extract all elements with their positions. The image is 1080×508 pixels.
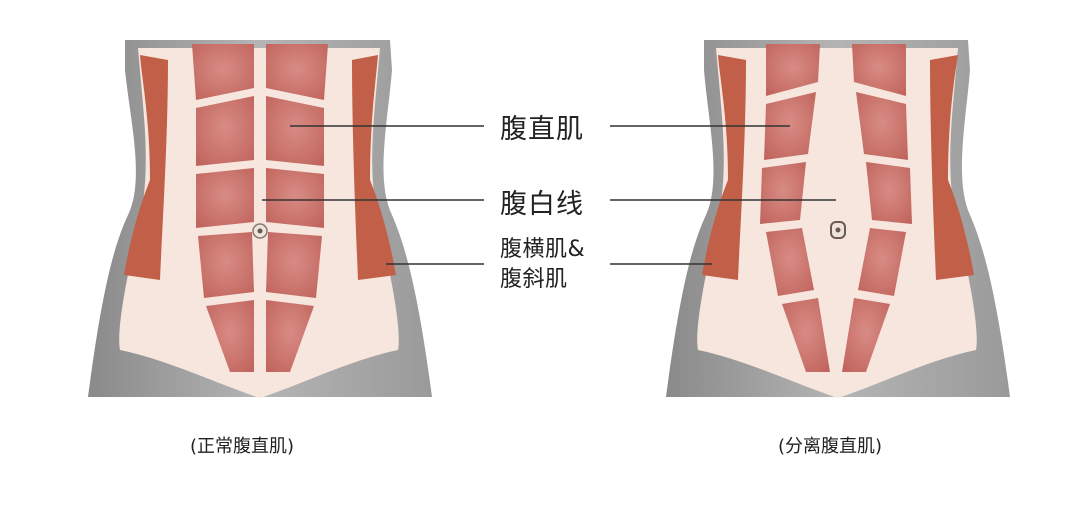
rectus-right-column bbox=[266, 44, 328, 372]
rectus-left-column bbox=[760, 44, 830, 372]
oblique-muscle-right bbox=[930, 55, 974, 280]
leader-lines bbox=[262, 125, 836, 265]
label-linea-alba: 腹白线 bbox=[500, 189, 584, 220]
label-rectus: 腹直肌 bbox=[500, 114, 584, 145]
fascia bbox=[119, 48, 399, 398]
separated-abdomen bbox=[666, 40, 1010, 398]
caption-separated: (分离腹直肌) bbox=[778, 436, 883, 457]
normal-abdomen bbox=[88, 40, 432, 398]
label-transverse-line2: 腹斜肌 bbox=[500, 267, 568, 292]
rectus-right-column bbox=[842, 44, 912, 372]
oblique-muscle-left bbox=[702, 55, 746, 280]
rectus-left-column bbox=[192, 44, 254, 372]
oblique-muscle-right bbox=[352, 55, 396, 280]
oblique-muscle-left bbox=[124, 55, 168, 280]
navel-center bbox=[835, 227, 841, 233]
caption-normal: (正常腹直肌) bbox=[190, 436, 295, 457]
label-transverse-line1: 腹横肌& bbox=[500, 237, 586, 262]
navel-center bbox=[257, 228, 263, 234]
